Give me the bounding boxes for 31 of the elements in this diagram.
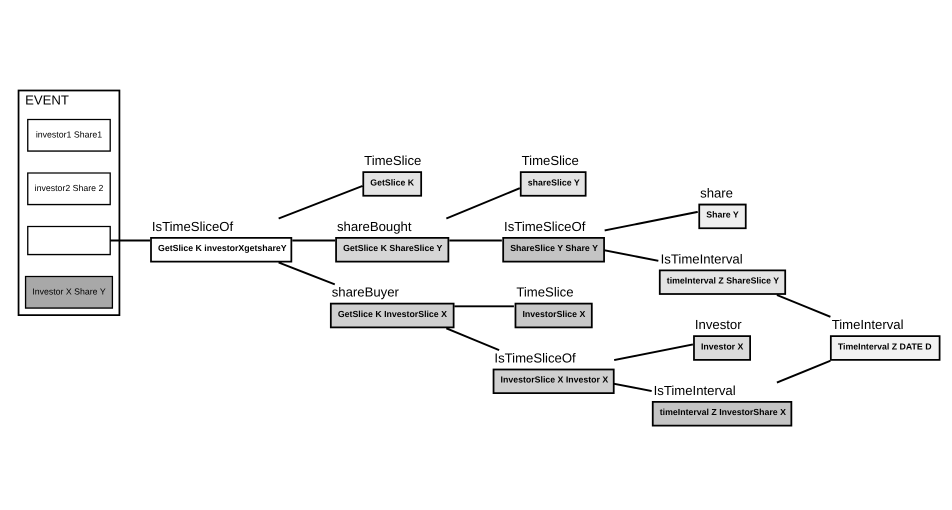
node-label: IsTimeSliceOf <box>494 350 576 366</box>
node-label: TimeSlice <box>364 153 422 168</box>
node-box: investor1 Share1 <box>27 118 111 152</box>
connector <box>776 294 831 318</box>
node-label: TimeSlice <box>522 153 579 168</box>
connector <box>110 240 150 242</box>
node-label: TimeSlice <box>516 284 574 300</box>
node-box: Investor X Share Y <box>24 276 114 309</box>
connector <box>292 240 336 242</box>
connector <box>278 185 363 220</box>
node-label: share <box>700 186 733 201</box>
connector <box>278 262 336 286</box>
connector <box>614 343 694 362</box>
node-label: IsTimeInterval <box>654 382 736 398</box>
node-label: IsTimeSliceOf <box>152 218 234 234</box>
connector <box>449 240 502 242</box>
connector <box>614 382 652 392</box>
connector <box>776 360 831 384</box>
node-label: TimeInterval <box>832 317 904 332</box>
node-label: IsTimeInterval <box>660 251 743 266</box>
connector <box>454 305 514 308</box>
node-label: shareBuyer <box>332 284 399 300</box>
node-label: Investor <box>694 317 742 332</box>
connector <box>446 327 500 352</box>
node-label: IsTimeSliceOf <box>504 218 586 234</box>
node-box <box>27 226 111 256</box>
node-box: investor2 Share 2 <box>27 172 111 206</box>
connector <box>604 249 659 262</box>
connector <box>604 210 698 232</box>
node-label: shareBought <box>336 218 412 234</box>
connector <box>446 187 520 220</box>
